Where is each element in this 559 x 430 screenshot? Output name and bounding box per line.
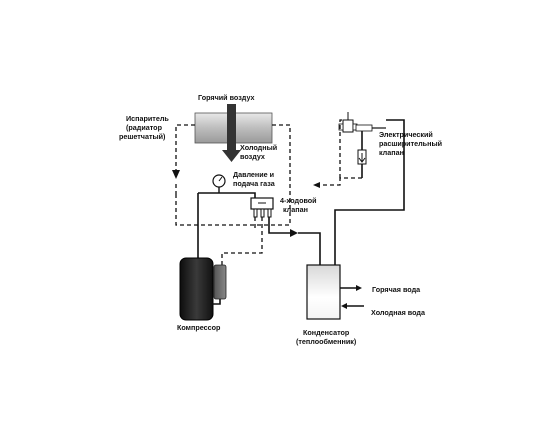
air-flow-arrow	[222, 104, 241, 162]
label-cold-air-2: воздух	[240, 152, 265, 161]
label-condenser-1: Конденсатор	[303, 328, 350, 337]
hot-water-arrow	[340, 285, 362, 291]
four-way-valve	[250, 197, 274, 218]
pressure-gauge	[212, 174, 226, 193]
label-expansion-1: Электрический	[379, 130, 433, 139]
expansion-valve	[338, 112, 386, 178]
evaporator-circuit	[172, 124, 291, 226]
compressor-discharge-line	[221, 217, 263, 266]
label-evaporator-2: (радиатор	[126, 123, 163, 132]
label-evaporator-1: Испаритель	[126, 114, 169, 123]
condenser	[306, 264, 341, 320]
liquid-line	[334, 119, 405, 265]
valve-to-condenser-line	[268, 217, 292, 234]
label-evaporator-3: решетчатый)	[119, 132, 166, 141]
label-condenser-2: (теплообменник)	[296, 337, 357, 346]
label-expansion-2: расширительный	[379, 139, 442, 148]
cold-water-arrow	[341, 303, 364, 309]
label-pressure-2: подача газа	[233, 179, 276, 188]
label-valve4-2: клапан	[283, 205, 308, 214]
expansion-return-line	[318, 177, 362, 186]
label-compressor: Компрессор	[177, 323, 221, 332]
compressor	[179, 257, 227, 321]
label-expansion-3: клапан	[379, 148, 404, 157]
label-valve4-1: 4-ходовой	[280, 196, 317, 205]
label-hot-water: Горячая вода	[372, 285, 421, 294]
label-pressure-1: Давление и	[233, 170, 274, 179]
label-cold-water: Холодная вода	[371, 308, 426, 317]
label-hot-air: Горячий воздух	[198, 93, 255, 102]
label-cold-air-1: Холодный	[240, 143, 277, 152]
